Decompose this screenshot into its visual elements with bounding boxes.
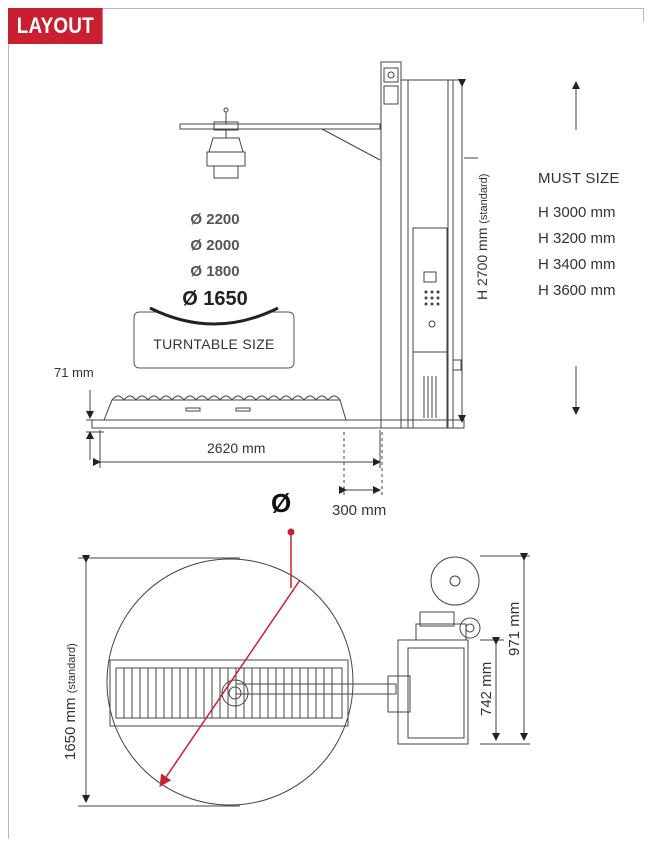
depth-971-label: 971 mm [506, 601, 523, 656]
diameter-option: Ø 1800 [190, 263, 240, 280]
must-size-option: H 3200 mm [538, 230, 616, 247]
diameter-option: Ø 2200 [190, 211, 240, 228]
turntable-profile [103, 399, 347, 421]
roller-conveyor [109, 659, 349, 727]
machine-base [91, 419, 465, 429]
plan-dimensions [78, 553, 530, 807]
must-size-list: MUST SIZE H 3000 mm H 3200 mm H 3400 mm … [538, 170, 638, 307]
must-size-option: H 3600 mm [538, 282, 616, 299]
column-gap-label: 300 mm [332, 502, 387, 519]
plan-diameter-value: 1650 mm [62, 697, 79, 760]
mast-column [380, 61, 402, 429]
turntable-diameter-options: Ø 2200 Ø 2000 Ø 1800 [150, 210, 280, 288]
turntable-center [221, 679, 249, 707]
page-frame [8, 8, 644, 839]
top-press-head [206, 107, 246, 179]
turntable-rollers [111, 395, 341, 401]
diameter-option: Ø 2000 [190, 237, 240, 254]
plan-rollers [123, 668, 333, 718]
must-size-title: MUST SIZE [538, 170, 620, 187]
diameter-pointer [159, 528, 301, 787]
must-size-option: H 3400 mm [538, 256, 616, 273]
elevation-dimensions [86, 79, 580, 496]
plan-view [106, 556, 481, 806]
plan-diameter-label: 1650 mm (standard) [62, 643, 79, 760]
film-roll [430, 556, 480, 606]
mast-height-note: (standard) [478, 173, 490, 224]
control-panel [412, 227, 448, 353]
wrapping-arm [179, 123, 381, 130]
turntable-size-badge [133, 306, 295, 369]
arm-brace [321, 128, 381, 161]
plan-diameter-note: (standard) [66, 643, 78, 694]
mast-height-value: H 2700 mm [474, 227, 490, 300]
diameter-symbol: Ø [271, 488, 292, 518]
elevation-view [91, 61, 465, 429]
base-height-label: 71 mm [54, 365, 94, 380]
turntable-size-label: TURNTABLE SIZE [153, 336, 275, 352]
turntable-main-diameter: Ø 1650 [182, 288, 248, 310]
plan-arm [235, 683, 397, 695]
mast-height-label: H 2700 mm (standard) [474, 174, 490, 300]
turntable-circle [106, 558, 354, 806]
must-size-option: H 3000 mm [538, 204, 616, 221]
depth-742-label: 742 mm [478, 661, 495, 716]
layout-badge: LAYOUT [8, 8, 103, 44]
mast-housing [400, 79, 454, 429]
total-width-label: 2620 mm [207, 440, 266, 456]
